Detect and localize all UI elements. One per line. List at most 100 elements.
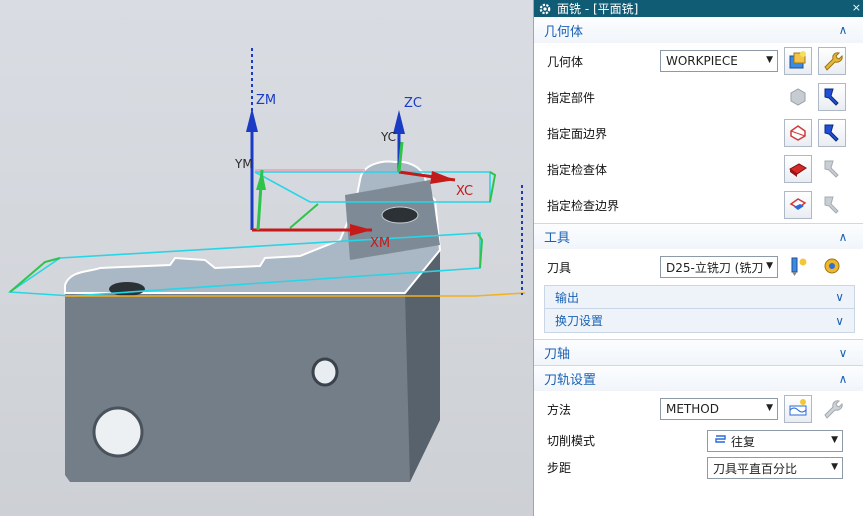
- geometry-row: 几何体 WORKPIECE ▼: [534, 43, 863, 79]
- tool-change-subsection[interactable]: 换刀设置 ∨: [544, 309, 855, 333]
- section-geometry-title: 几何体: [544, 24, 584, 40]
- method-select-value: METHOD: [666, 402, 719, 416]
- specify-check-boundary-label: 指定检查边界: [547, 198, 620, 213]
- wrench-icon: [821, 49, 843, 74]
- wrench-icon: [821, 397, 843, 422]
- specify-face-boundary-label: 指定面边界: [547, 126, 608, 141]
- face-milling-dialog: 面铣 - [平面铣] × 几何体 ∧ 几何体 WORKPIECE ▼ 指定部件: [533, 0, 863, 516]
- chevron-down-icon[interactable]: ∨: [835, 313, 844, 328]
- close-icon[interactable]: ×: [851, 1, 861, 14]
- dropdown-arrow-icon: ▼: [831, 435, 838, 445]
- section-tool-axis-title: 刀轴: [544, 347, 571, 362]
- chevron-up-icon[interactable]: ∧: [838, 23, 848, 37]
- select-check-boundary-button[interactable]: [784, 191, 812, 219]
- stepover-row: 步距 刀具平直百分比 ▼: [534, 454, 863, 481]
- chevron-down-icon[interactable]: ∨: [838, 345, 848, 360]
- output-subsection[interactable]: 输出 ∨: [544, 285, 855, 309]
- specify-part-label: 指定部件: [547, 90, 596, 105]
- graphics-viewport[interactable]: ZM ZC YM YC XC XM: [0, 0, 533, 516]
- new-tool-icon: [787, 255, 809, 280]
- method-label: 方法: [547, 402, 572, 417]
- hole-top: [381, 206, 419, 224]
- specify-check-body-row: 指定检查体: [534, 151, 863, 187]
- output-subsection-title: 输出: [555, 290, 580, 305]
- edit-geometry-button[interactable]: [818, 47, 846, 75]
- show-check-boundary-button[interactable]: [818, 191, 846, 219]
- method-row: 方法 METHOD ▼: [534, 391, 863, 427]
- specify-part-row: 指定部件: [534, 79, 863, 115]
- new-geometry-icon: [787, 49, 809, 74]
- flashlight-icon: [821, 193, 843, 218]
- method-icon: [787, 397, 809, 422]
- face-boundary-lower: [7, 232, 481, 297]
- part-cube-icon: [787, 85, 809, 110]
- flashlight-icon: [821, 85, 843, 110]
- cut-mode-label: 切削模式: [547, 434, 596, 448]
- show-check-body-button[interactable]: [818, 155, 846, 183]
- section-path-settings-title: 刀轨设置: [544, 373, 597, 388]
- face-boundary-icon: [787, 121, 809, 146]
- geometry-select[interactable]: WORKPIECE ▼: [660, 50, 778, 72]
- cut-mode-select[interactable]: 往复 ▼: [707, 430, 843, 452]
- tool-select[interactable]: D25-立铣刀 (铣刀 ▼: [660, 256, 778, 278]
- axis-label-zm: ZM: [256, 93, 277, 108]
- select-part-button[interactable]: [784, 83, 812, 111]
- check-boundary-icon: [787, 193, 809, 218]
- hole-front-small: [311, 357, 339, 387]
- check-body-icon: [787, 157, 809, 182]
- section-path-settings-header[interactable]: 刀轨设置 ∧: [534, 365, 863, 391]
- dropdown-arrow-icon: ▼: [766, 55, 773, 65]
- stepover-select[interactable]: 刀具平直百分比 ▼: [707, 457, 843, 479]
- dialog-title-bar[interactable]: 面铣 - [平面铣] ×: [534, 0, 863, 17]
- dropdown-arrow-icon: ▼: [764, 261, 773, 271]
- hole-left-top: [109, 282, 145, 296]
- select-check-body-button[interactable]: [784, 155, 812, 183]
- part-right-face: [405, 250, 440, 482]
- edit-method-button[interactable]: [818, 395, 846, 423]
- hole-front-large: [92, 406, 144, 458]
- part-model[interactable]: [0, 0, 533, 516]
- select-face-boundary-button[interactable]: [784, 119, 812, 147]
- dialog-title: 面铣 - [平面铣]: [557, 2, 639, 16]
- chevron-up-icon[interactable]: ∧: [838, 229, 848, 244]
- zigzag-icon: [715, 434, 726, 448]
- geometry-label: 几何体: [547, 54, 584, 69]
- section-tool-title: 工具: [544, 231, 571, 246]
- geometry-select-value: WORKPIECE: [666, 54, 738, 68]
- method-select[interactable]: METHOD ▼: [660, 398, 778, 420]
- section-geometry-header[interactable]: 几何体 ∧: [534, 17, 863, 43]
- dropdown-arrow-icon: ▼: [831, 462, 838, 472]
- axis-label-yc: YC: [381, 130, 397, 144]
- axis-label-zc: ZC: [404, 96, 422, 111]
- specify-check-body-label: 指定检查体: [547, 162, 608, 177]
- cut-mode-row: 切削模式 往复 ▼: [534, 427, 863, 454]
- show-face-boundary-button[interactable]: [818, 119, 846, 147]
- new-method-button[interactable]: [784, 395, 812, 423]
- tool-label: 刀具: [547, 260, 572, 275]
- tool-select-value: D25-立铣刀 (铣刀: [666, 260, 764, 275]
- stepover-label: 步距: [547, 461, 572, 475]
- tool-settings-icon: [821, 255, 843, 280]
- part-front-face: [65, 293, 410, 482]
- new-tool-button[interactable]: [784, 253, 812, 281]
- section-tool-header[interactable]: 工具 ∧: [534, 223, 863, 249]
- gear-icon: [539, 3, 551, 15]
- show-part-button[interactable]: [818, 83, 846, 111]
- dropdown-arrow-icon: ▼: [766, 403, 773, 413]
- specify-check-boundary-row: 指定检查边界: [534, 187, 863, 223]
- axis-label-xm: XM: [370, 236, 391, 251]
- axis-label-ym: YM: [235, 157, 253, 171]
- new-geometry-button[interactable]: [784, 47, 812, 75]
- tool-change-subsection-title: 换刀设置: [555, 314, 604, 328]
- flashlight-icon: [821, 121, 843, 146]
- stepover-select-value: 刀具平直百分比: [713, 461, 798, 476]
- axis-label-xc: XC: [456, 184, 474, 199]
- flashlight-icon: [821, 157, 843, 182]
- cut-mode-select-value: 往复: [731, 434, 756, 449]
- tool-row: 刀具 D25-立铣刀 (铣刀 ▼: [534, 249, 863, 285]
- chevron-down-icon[interactable]: ∨: [835, 290, 844, 304]
- chevron-up-icon[interactable]: ∧: [838, 371, 848, 386]
- specify-face-boundary-row: 指定面边界: [534, 115, 863, 151]
- section-tool-axis-header[interactable]: 刀轴 ∨: [534, 339, 863, 365]
- edit-tool-button[interactable]: [818, 253, 846, 281]
